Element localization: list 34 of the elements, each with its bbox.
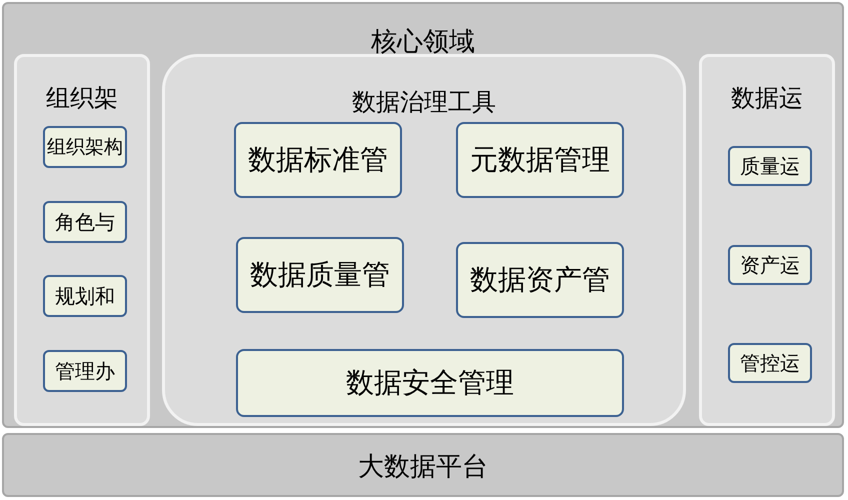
box-label: 数据安全管理 — [346, 368, 514, 398]
panel-title: 数据治理工具 — [351, 89, 497, 116]
box-label: 管理办 — [55, 360, 115, 382]
box-label: 资产运 — [740, 254, 800, 276]
group-panel — [699, 54, 835, 426]
box-label: 质量运 — [740, 155, 800, 177]
module-box — [456, 122, 624, 198]
module-box — [456, 242, 624, 318]
box-label: 数据标准管 — [248, 144, 388, 176]
box-label: 数据资产管 — [470, 264, 610, 296]
item-box — [43, 126, 127, 168]
core-area-panel — [2, 2, 844, 428]
panel-title: 大数据平台 — [357, 453, 489, 482]
group-panel — [162, 54, 686, 426]
box-label: 元数据管理 — [470, 144, 610, 176]
box-label: 组织架构 — [47, 136, 123, 158]
item-box — [728, 245, 812, 285]
item-box — [43, 350, 127, 392]
box-label: 管控运 — [740, 352, 800, 374]
module-box — [236, 349, 624, 417]
module-box — [236, 237, 404, 313]
platform-bar — [2, 433, 844, 497]
item-box — [43, 275, 127, 317]
module-box — [234, 122, 402, 198]
group-panel — [14, 54, 150, 426]
panel-title: 组织架 — [45, 85, 119, 112]
panel-title: 数据运 — [730, 85, 804, 112]
panel-title: 核心领域 — [370, 28, 476, 57]
item-box — [43, 201, 127, 243]
item-box — [728, 343, 812, 383]
box-label: 角色与 — [55, 211, 115, 233]
box-label: 规划和 — [55, 285, 115, 307]
item-box — [728, 146, 812, 186]
box-label: 数据质量管 — [250, 260, 390, 290]
